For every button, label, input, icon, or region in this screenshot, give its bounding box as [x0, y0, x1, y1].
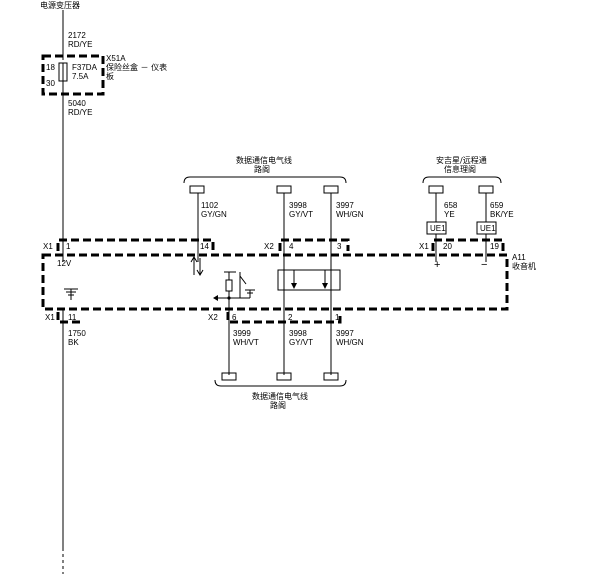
wire-5040-color: RD/YE — [68, 108, 92, 117]
security-label-1: 安吉星/远程通 — [436, 155, 487, 165]
bus-top-label-1: 数据通信电气线 — [236, 155, 292, 165]
bidir-arrow-up-head — [190, 256, 198, 263]
security-label-2: 信息理阁 — [444, 164, 476, 174]
connector-x2-bottom-label: X2 — [208, 313, 218, 322]
minus-sign: − — [481, 259, 487, 271]
connector-x1-label: X1 — [43, 242, 53, 251]
wire-1750-number: 1750 — [68, 329, 86, 338]
pin-6-label: 6 — [232, 313, 237, 322]
connector-stub-1102 — [189, 185, 205, 194]
fuse-block-desc-2: 板 — [106, 71, 114, 81]
fuse-pin-18: 18 — [46, 63, 55, 72]
pin-3-label: 3 — [337, 242, 342, 251]
bus-top-label-2: 路阁 — [254, 164, 270, 174]
connector-x1-right-label: X1 — [419, 242, 429, 251]
pin-4-label: 4 — [289, 242, 294, 251]
pin-2-label: 2 — [288, 313, 293, 322]
wire-1102-number: 1102 — [201, 201, 219, 210]
wire-2172-color: RD/YE — [68, 40, 92, 49]
radio-module-outline — [41, 253, 509, 311]
connector-x2-header — [278, 238, 350, 251]
wire-3998-number: 3998 — [289, 201, 307, 210]
wire-659-color: BK/YE — [490, 210, 514, 219]
bus-bottom-label-2: 路阁 — [270, 400, 286, 410]
plus-sign: + — [434, 259, 440, 271]
wire-659-number: 659 — [490, 201, 504, 210]
wire-658-number: 658 — [444, 201, 458, 210]
fuse-block-desc-1: 保险丝盒 － 仪表 — [106, 62, 167, 72]
wire-658-color: YE — [444, 210, 455, 219]
connector-stub-659 — [478, 185, 494, 194]
wire-1102-color: GY/GN — [201, 210, 227, 219]
fuse-name: F37DA — [72, 63, 98, 72]
pin-11-label: 11 — [68, 313, 77, 322]
bus-bottom-bracket — [214, 379, 347, 387]
wire-3997-color: WH/GN — [336, 210, 364, 219]
pin-1b-label: 1 — [335, 313, 340, 322]
source-label: 电源变压器 — [40, 0, 80, 10]
wire-3999-color: WH/VT — [233, 338, 259, 347]
module-ref: A11 — [512, 253, 526, 262]
fuse-block-ref: X51A — [106, 54, 126, 63]
security-bracket — [422, 176, 502, 184]
transceiver-arrowhead-left — [291, 283, 297, 289]
connector-stub-658 — [428, 185, 444, 194]
connector-stub-3997b — [323, 372, 339, 381]
switch-lever — [239, 275, 247, 285]
pullup-resistor — [225, 279, 233, 292]
wire-3997-number: 3997 — [336, 201, 354, 210]
wire-3998-color: GY/VT — [289, 210, 313, 219]
connector-x1-bottom-header — [56, 312, 82, 324]
fuse-block-outline — [41, 54, 105, 96]
pin-19-label: 19 — [490, 242, 499, 251]
wire-3997b-color: WH/GN — [336, 338, 364, 347]
switch-signal-arrow — [213, 295, 218, 301]
wire-5040-number: 5040 — [68, 99, 86, 108]
pin-1-label: 1 — [66, 242, 71, 251]
transceiver-arrowhead-right — [322, 283, 328, 289]
wire-3999-number: 3999 — [233, 329, 251, 338]
wire-3997b-number: 3997 — [336, 329, 354, 338]
fuse-rating: 7.5A — [72, 72, 89, 81]
wire-1750-color: BK — [68, 338, 79, 347]
connector-stub-3997 — [323, 185, 339, 194]
connector-x1-header — [56, 238, 215, 251]
wire-2172-number: 2172 — [68, 31, 86, 40]
connector-x1-bottom-label: X1 — [45, 313, 55, 322]
ue1-left-label: UE1 — [430, 224, 446, 233]
connector-stub-3998 — [276, 185, 292, 194]
pin-20-label: 20 — [443, 242, 452, 251]
bidir-arrow-down-head — [196, 269, 204, 276]
connector-x2-label: X2 — [264, 242, 274, 251]
fuse-pin-30: 30 — [46, 79, 55, 88]
bus-bottom-label-1: 数据通信电气线 — [252, 391, 308, 401]
wire-3998b-number: 3998 — [289, 329, 307, 338]
ue1-right-label: UE1 — [480, 224, 496, 233]
pin-14-label: 14 — [200, 242, 209, 251]
wire-3998b-color: GY/VT — [289, 338, 313, 347]
bus-top-bracket — [183, 176, 347, 184]
supply-12v-label: 12V — [57, 259, 72, 268]
connector-stub-3998b — [276, 372, 292, 381]
connector-x1-right-header — [431, 238, 505, 251]
module-name: 收音机 — [512, 261, 536, 271]
connector-stub-3999 — [221, 372, 237, 381]
